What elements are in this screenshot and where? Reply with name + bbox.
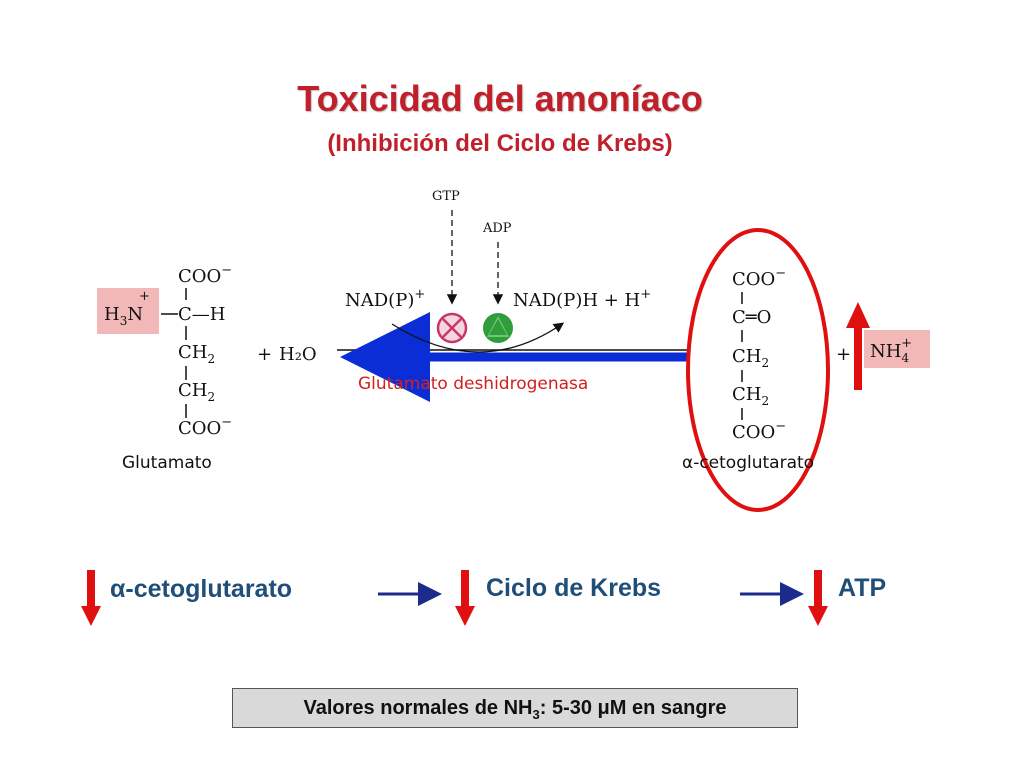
activator-icon [483, 313, 513, 343]
summary-atp: ATP [838, 574, 887, 602]
glu-coo-top: COO− [178, 263, 232, 287]
akg-coo-top: COO− [732, 266, 786, 290]
glutamate-structure: COO− H3N + C—H CH2 CH2 COO− [97, 263, 232, 439]
summary-krebs-cycle: Ciclo de Krebs [486, 574, 662, 602]
glu-coo-bottom: COO− [178, 415, 232, 439]
glu-plus-charge: + [139, 289, 150, 304]
alpha-ketoglutarate-structure: COO− C═O CH2 CH2 COO− [732, 266, 786, 443]
ammonium: NH4+ [870, 336, 912, 365]
nadph-out: NAD(P)H + H+ [513, 287, 651, 311]
decrease-arrow-3-icon [808, 570, 828, 626]
inhibitor-icon [436, 312, 468, 344]
akg-ch2-a: CH2 [732, 346, 769, 370]
alpha-ketoglutarate-label: α-cetoglutarato [682, 453, 815, 473]
plus-water: + [257, 344, 272, 365]
adp-label: ADP [482, 221, 512, 236]
summary-alpha-ketoglutarate: α-cetoglutarato [110, 575, 293, 603]
ammonium-highlight [864, 330, 930, 368]
enzyme-label: Glutamato deshidrogenasa [358, 374, 589, 394]
decrease-arrow-1-icon [81, 570, 101, 626]
cofactor-curve-arrow [391, 322, 565, 353]
glu-amino: H3N [104, 304, 143, 328]
plus-ammonium: + [836, 344, 851, 365]
ammonium-increase-arrow-icon [846, 302, 870, 390]
amino-group-highlight [97, 288, 159, 334]
glu-ch: C—H [178, 304, 225, 325]
normal-values-suffix: : 5-30 μM en sangre [539, 697, 727, 719]
glu-ch2-b: CH2 [178, 380, 215, 404]
normal-values-prefix: Valores normales de NH [303, 697, 533, 719]
nadp-in: NAD(P)+ [345, 287, 425, 311]
gtp-label: GTP [432, 189, 460, 204]
akg-coo-bottom: COO− [732, 419, 786, 443]
akg-ch2-b: CH2 [732, 384, 769, 408]
akg-carbonyl: C═O [732, 307, 771, 328]
decrease-arrow-2-icon [455, 570, 475, 626]
page-subtitle: (Inhibición del Ciclo de Krebs) [327, 130, 673, 157]
normal-values-box: Valores normales de NH3: 5-30 μM en sang… [232, 688, 798, 728]
water: H₂O [279, 344, 317, 365]
normal-values-subscript: 3 [532, 707, 540, 722]
highlight-ellipse [686, 228, 830, 512]
page-title: Toxicidad del amoníaco [297, 78, 703, 119]
glu-ch2-a: CH2 [178, 342, 215, 366]
glutamate-label: Glutamato [122, 453, 212, 473]
